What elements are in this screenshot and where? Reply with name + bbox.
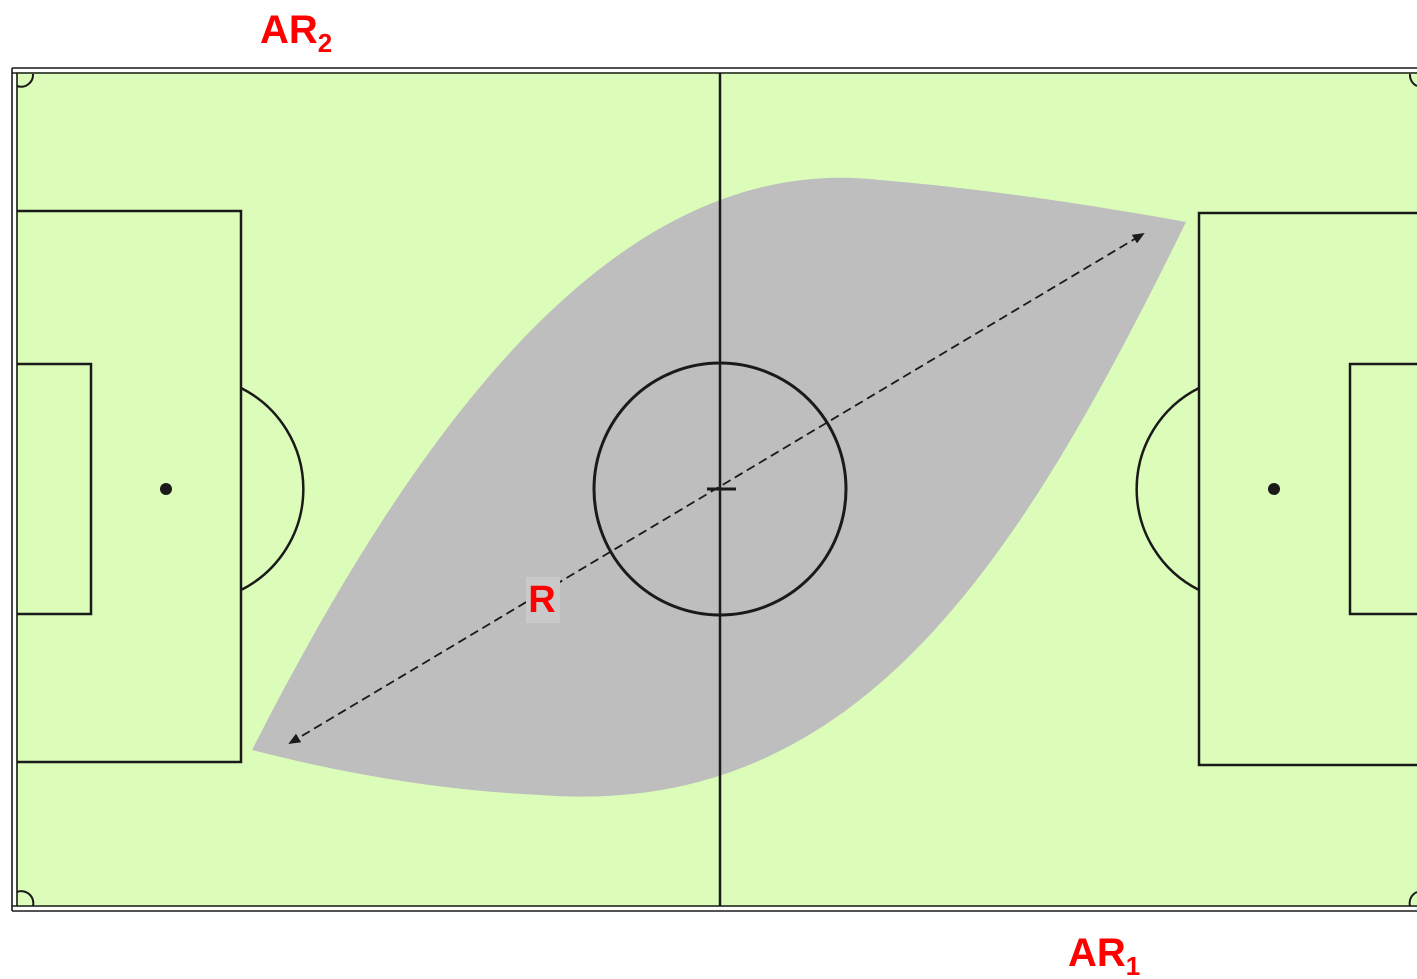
right-penalty-area — [1197, 211, 1417, 767]
assistant-referee-1-subscript: 1 — [1126, 951, 1140, 979]
referee-label-backdrop — [526, 577, 560, 623]
boundary-lines — [11, 67, 1417, 912]
corner-arc-top-left — [16, 73, 34, 88]
corner-arcs — [16, 73, 1417, 907]
right-penalty-spot — [1268, 483, 1280, 495]
assistant-referee-1-main: AR — [1068, 931, 1126, 975]
left-penalty-spot — [160, 483, 172, 495]
assistant-referee-2-main: AR — [260, 8, 318, 52]
assistant-referee-2-subscript: 2 — [318, 28, 332, 58]
left-penalty-area — [17, 209, 243, 764]
corner-arc-bottom-left — [16, 890, 35, 907]
assistant-referee-1-label: AR1 — [1068, 931, 1140, 979]
referee-label: R — [528, 579, 555, 621]
right-goal-area — [1348, 362, 1417, 616]
assistant-referee-2-label: AR2 — [260, 8, 332, 58]
corner-arc-bottom-right — [1408, 891, 1417, 907]
referee-diagonal-arrow — [288, 232, 1145, 745]
left-goal-area — [17, 362, 93, 616]
corner-arc-top-right — [1408, 73, 1417, 87]
